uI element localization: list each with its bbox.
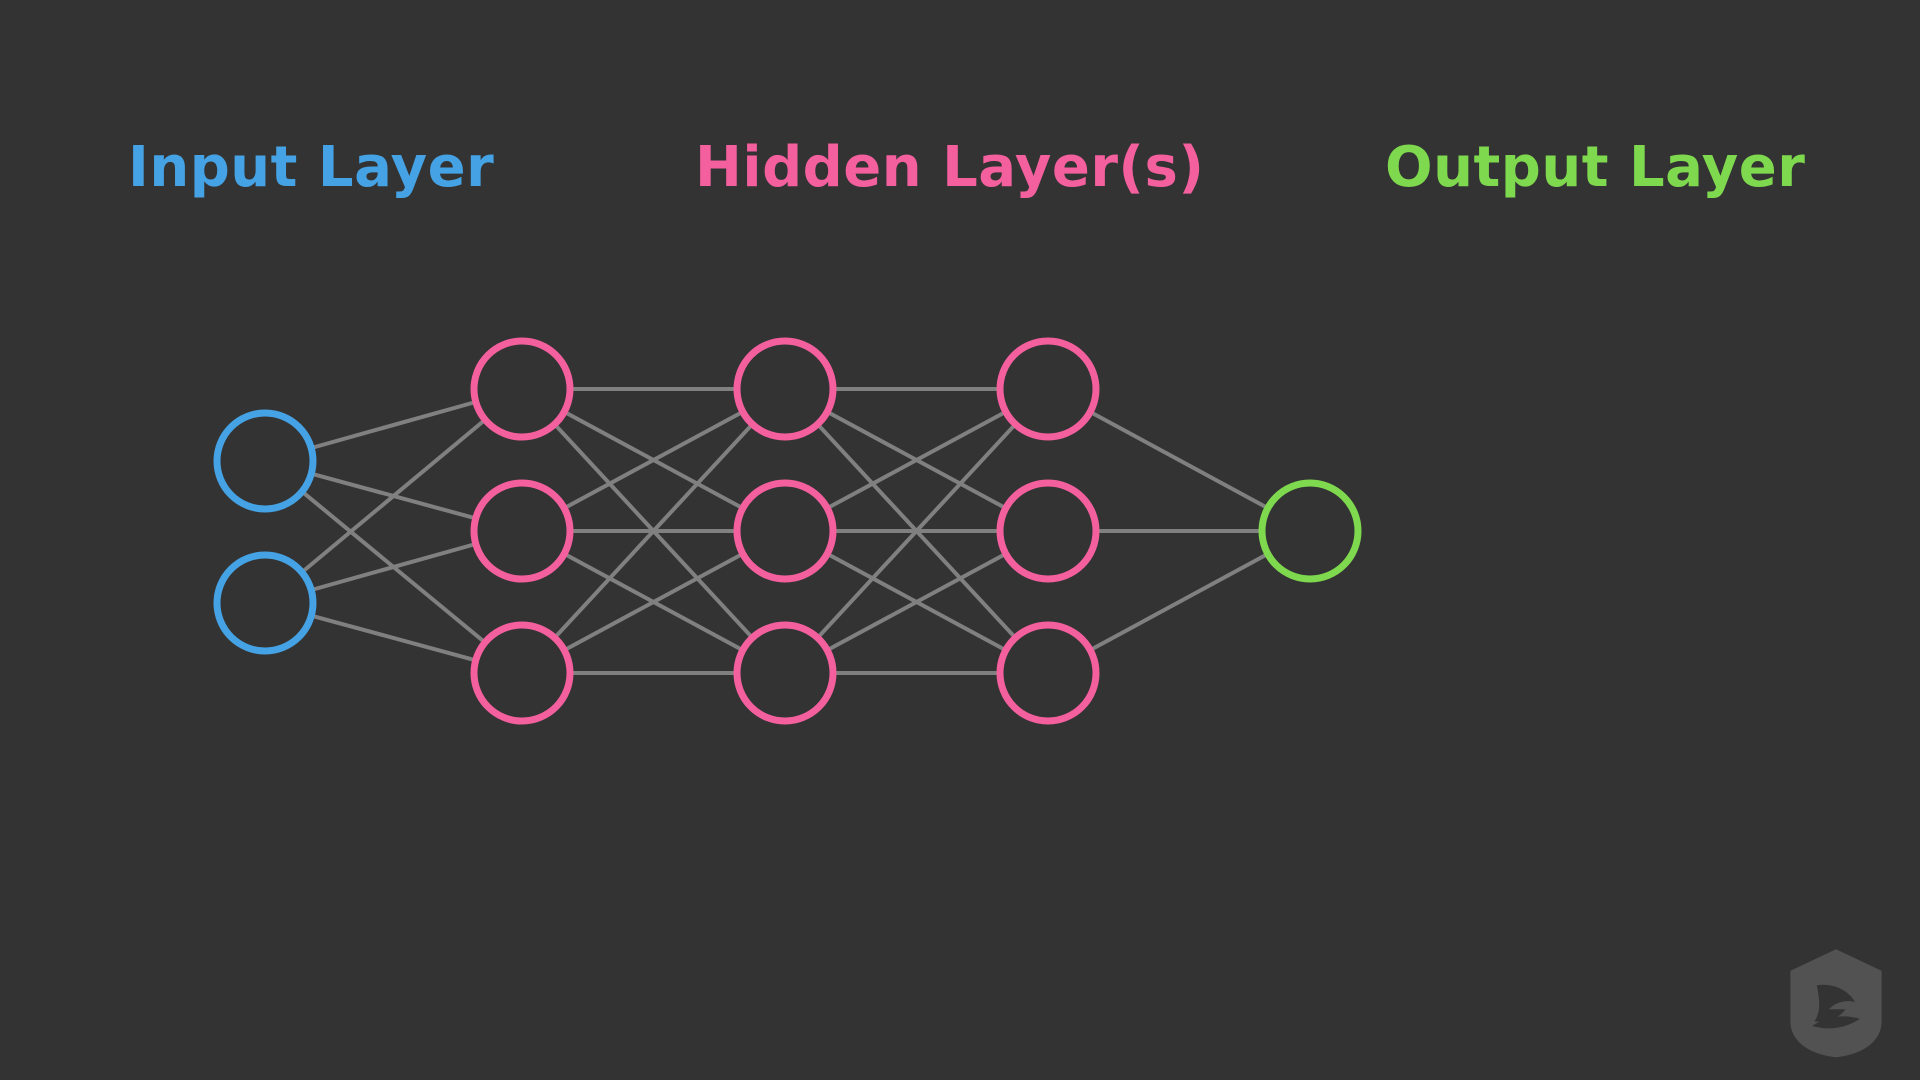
connection-edge	[1089, 552, 1269, 652]
connection-edge	[563, 410, 744, 510]
edge-group	[301, 387, 1269, 675]
neuron-node-h1_2	[470, 479, 574, 583]
neuron-node-h2_1	[733, 337, 837, 441]
neuron-node-h1_1	[470, 337, 574, 441]
connection-edge	[301, 418, 486, 574]
connection-edge	[816, 423, 1017, 639]
neuron-node-h2_3	[733, 621, 837, 725]
connection-edge	[311, 614, 476, 662]
brand-watermark-logo	[1790, 949, 1882, 1058]
connection-edge	[311, 542, 476, 592]
hidden-layer-label: Hidden Layer(s)	[695, 135, 1205, 200]
connection-edge	[1089, 410, 1269, 510]
node-group	[213, 337, 1362, 725]
neuron-node-i1	[213, 409, 317, 513]
neuron-node-o1	[1258, 479, 1362, 583]
connection-edge	[311, 400, 476, 450]
output-layer-label: Output Layer	[1385, 135, 1806, 200]
neuron-node-i2	[213, 551, 317, 655]
connection-edge	[563, 552, 744, 652]
input-layer-label: Input Layer	[128, 135, 495, 200]
neuron-node-h2_2	[733, 479, 837, 583]
connection-edge	[553, 423, 754, 639]
connection-edge	[826, 552, 1007, 652]
neuron-node-h1_3	[470, 621, 574, 725]
neuron-node-h3_2	[996, 479, 1100, 583]
neuron-node-h3_3	[996, 621, 1100, 725]
connection-edge	[826, 410, 1007, 510]
neuron-node-h3_1	[996, 337, 1100, 441]
